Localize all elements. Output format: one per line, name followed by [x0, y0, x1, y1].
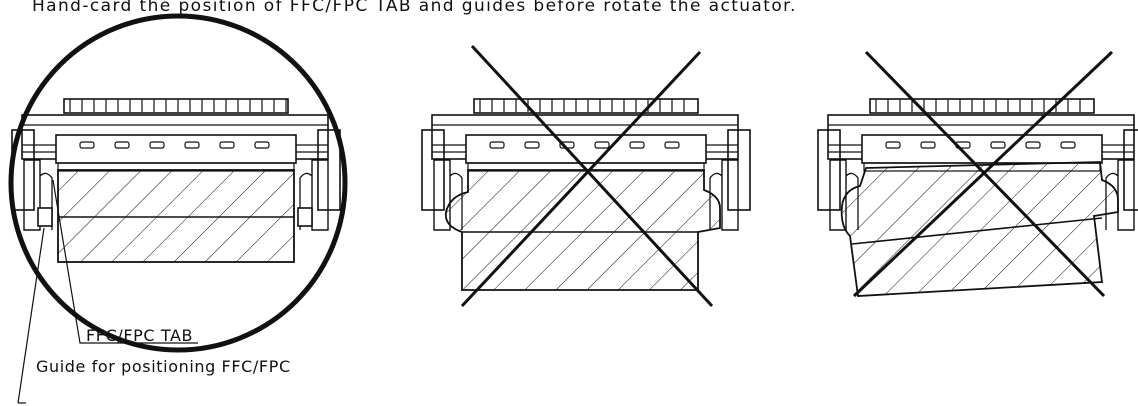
cross-line-b	[460, 50, 702, 308]
guide-label: Guide for positioning FFC/FPC	[36, 357, 291, 376]
ok-circle-marker	[8, 13, 348, 353]
figure-correct	[8, 13, 348, 404]
ffc-cable-2	[444, 169, 721, 291]
figure-wrong-low	[421, 44, 751, 308]
ffc-cable-3	[840, 161, 1119, 297]
guide-leader-line	[17, 227, 45, 404]
cross-line-d	[852, 50, 1114, 298]
ffc-cable-1	[57, 169, 295, 263]
tab-label: FFC/FPC TAB	[86, 326, 194, 345]
caption-text: Hand-card the position of FFC/FPC TAB an…	[0, 0, 1138, 24]
caption-label: Hand-card the position of FFC/FPC TAB an…	[32, 0, 797, 16]
guide-block-right	[297, 207, 313, 227]
cross-line-a	[470, 44, 714, 308]
tab-leader-line	[52, 179, 198, 344]
guide-block-left	[37, 207, 53, 227]
pins-1	[69, 99, 287, 112]
figure-wrong-tilted	[817, 50, 1138, 298]
